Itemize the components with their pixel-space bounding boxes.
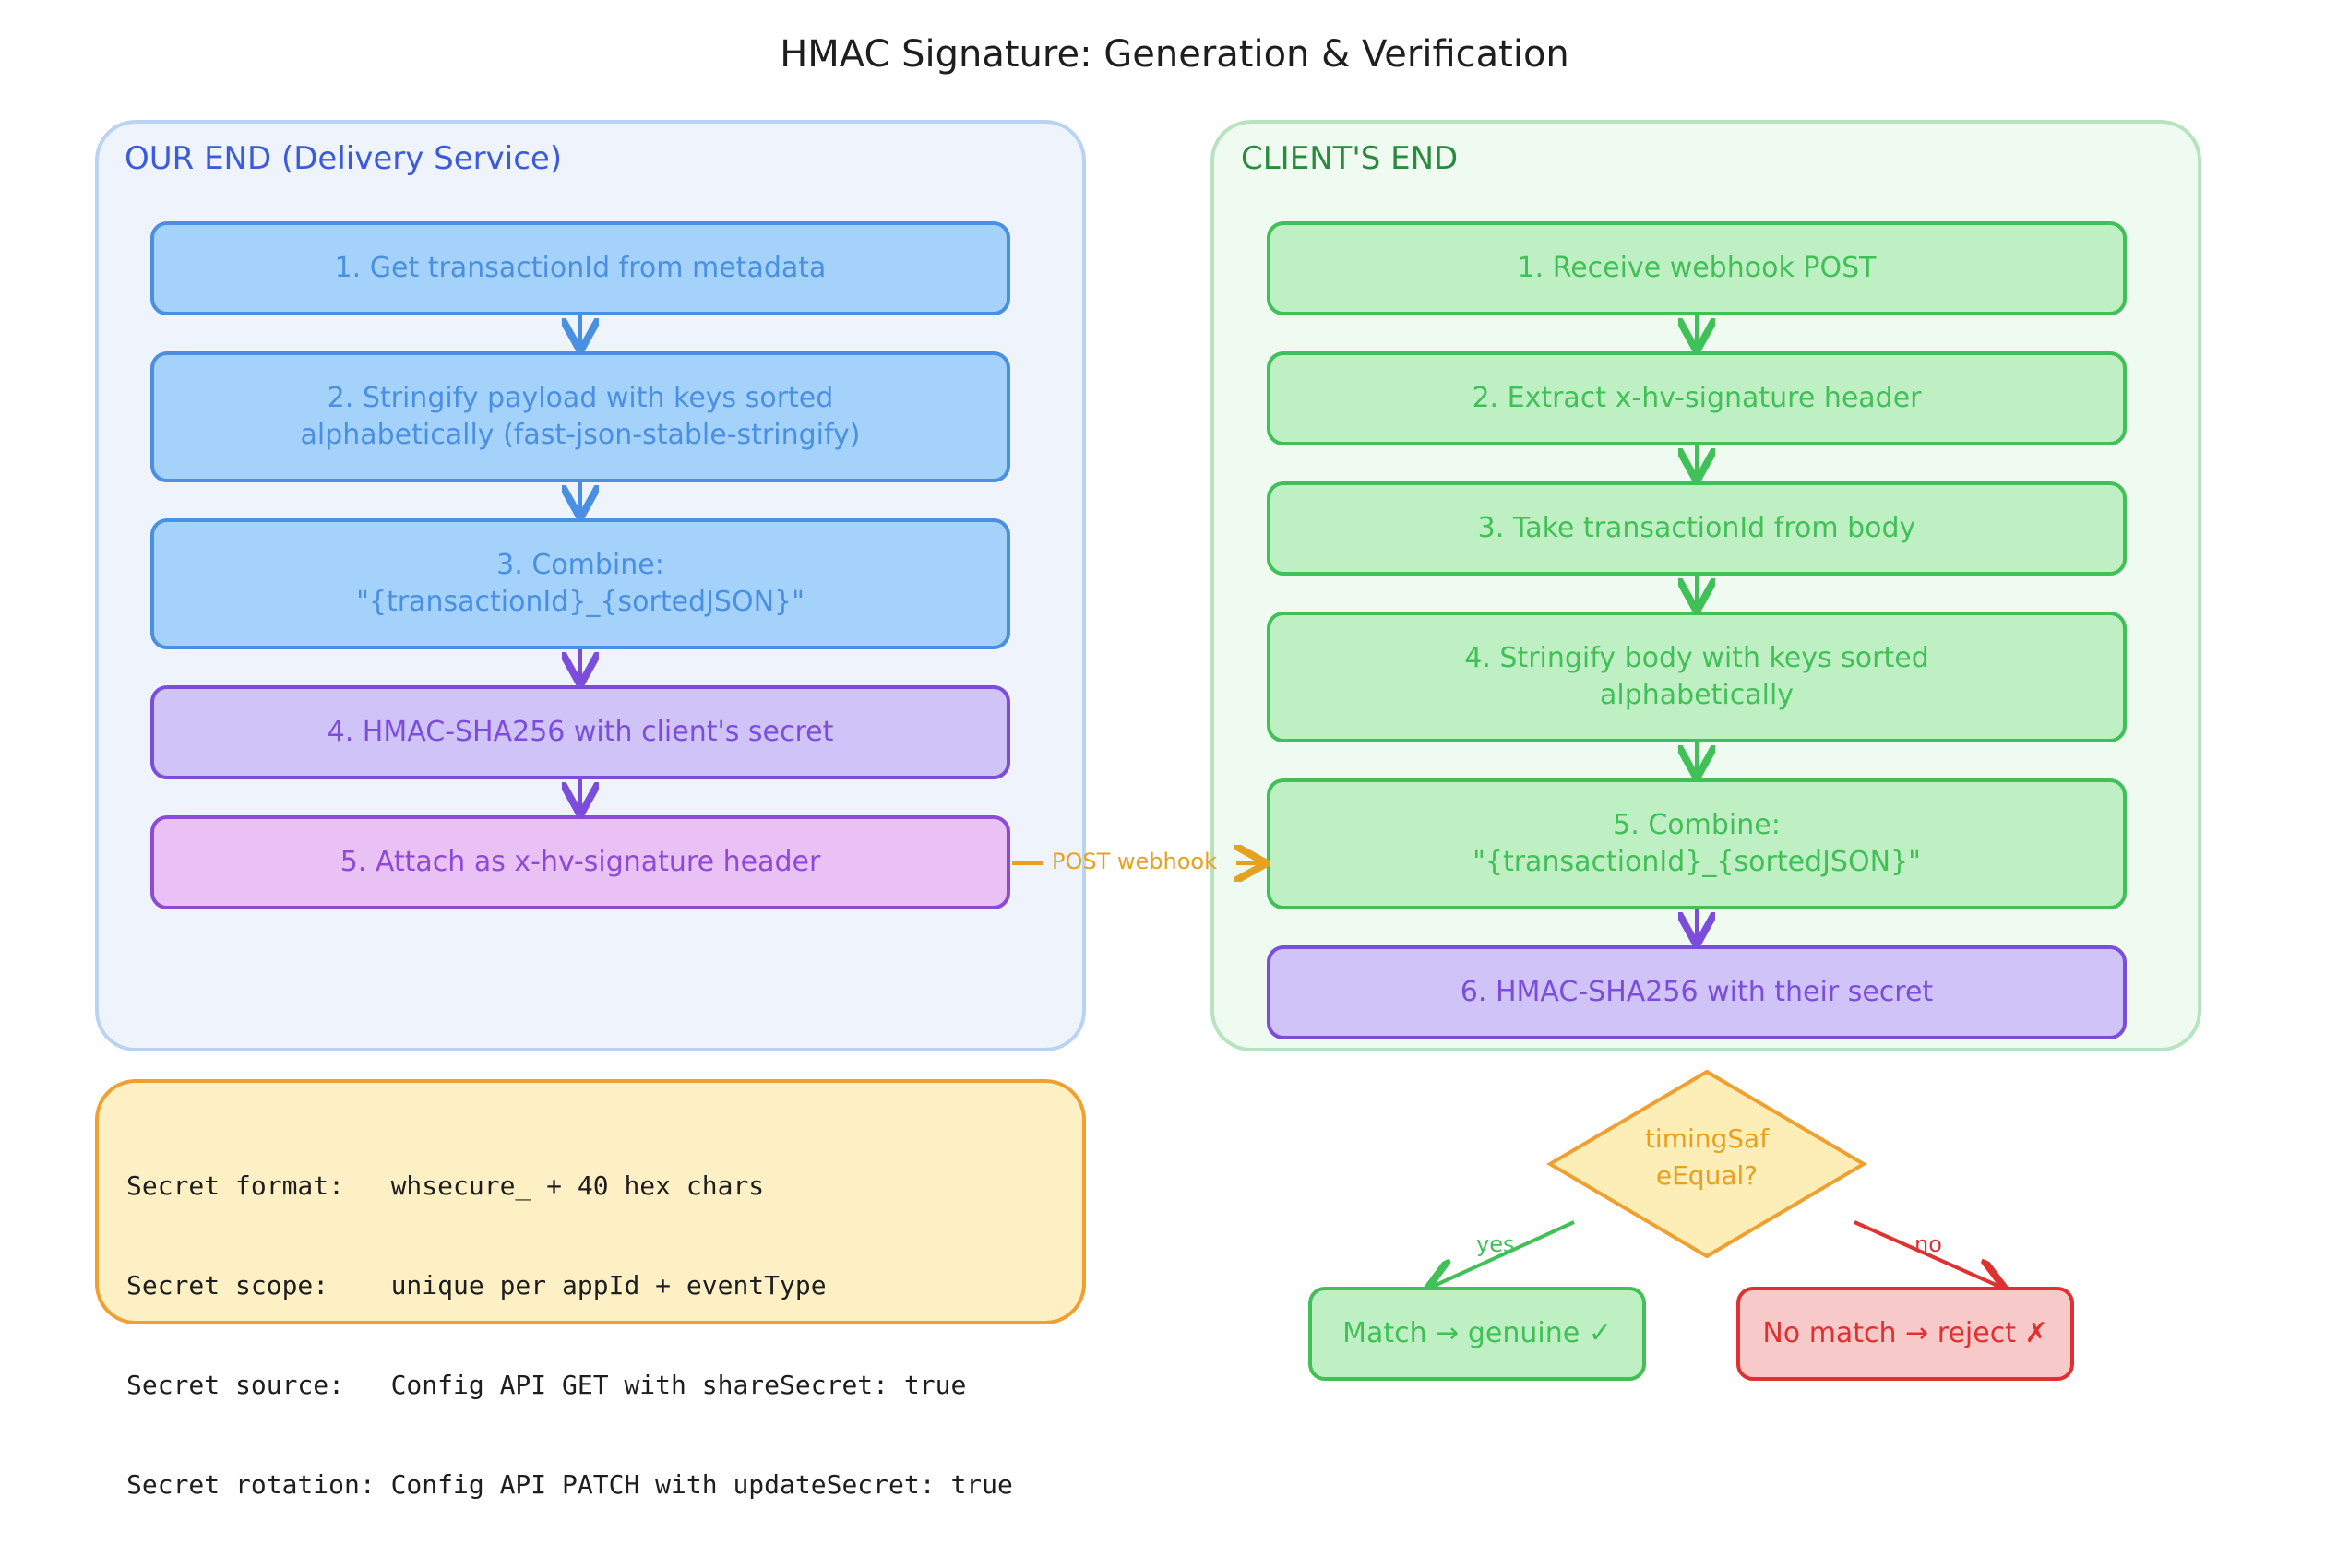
note-secret-scope: Secret scope: unique per appId + eventTy… xyxy=(126,1270,827,1301)
yes-label: yes xyxy=(1476,1231,1515,1257)
secret-notes-box: Secret format: whsecure_ + 40 hex chars … xyxy=(95,1079,1086,1500)
arrow-no xyxy=(1854,1220,2002,1288)
diagram-title: HMAC Signature: Generation & Verificatio… xyxy=(780,33,1569,76)
note-secret-rotation: Secret rotation: Config API PATCH with u… xyxy=(126,1469,1013,1500)
client-end-title: CLIENT'S END xyxy=(1241,140,1459,177)
match-box: Match → genuine ✓ xyxy=(1308,1287,1646,1381)
arrow-yes xyxy=(1430,1220,1575,1288)
no-match-box: No match → reject ✗ xyxy=(1736,1287,2074,1381)
connector-layer xyxy=(0,315,2349,1474)
client-step-4: 4. Stringify body with keys sorted alpha… xyxy=(1267,612,2127,742)
note-secret-source: Secret source: Config API GET with share… xyxy=(126,1370,967,1400)
our-step-1: 1. Get transactionId from metadata xyxy=(150,221,1010,315)
our-end-title: OUR END (Delivery Service) xyxy=(125,140,563,177)
client-step-2: 2. Extract x-hv-signature header xyxy=(1267,351,2127,445)
client-step-6: 6. HMAC-SHA256 with their secret xyxy=(1267,945,2127,1039)
our-step-2: 2. Stringify payload with keys sorted al… xyxy=(150,351,1010,482)
client-step-1: 1. Receive webhook POST xyxy=(1267,221,2127,315)
client-step-5: 5. Combine: "{transactionId}_{sortedJSON… xyxy=(1267,778,2127,909)
note-secret-format: Secret format: whsecure_ + 40 hex chars xyxy=(126,1170,765,1201)
our-step-5: 5. Attach as x-hv-signature header xyxy=(150,815,1010,909)
decision-diamond xyxy=(1546,1069,1867,1259)
no-label: no xyxy=(1914,1231,1942,1257)
post-webhook-label: POST webhook xyxy=(1052,849,1217,874)
decision-label: timingSaf eEqual? xyxy=(1644,1123,1770,1191)
secret-notes-lines: Secret format: whsecure_ + 40 hex chars … xyxy=(126,1103,1013,1568)
